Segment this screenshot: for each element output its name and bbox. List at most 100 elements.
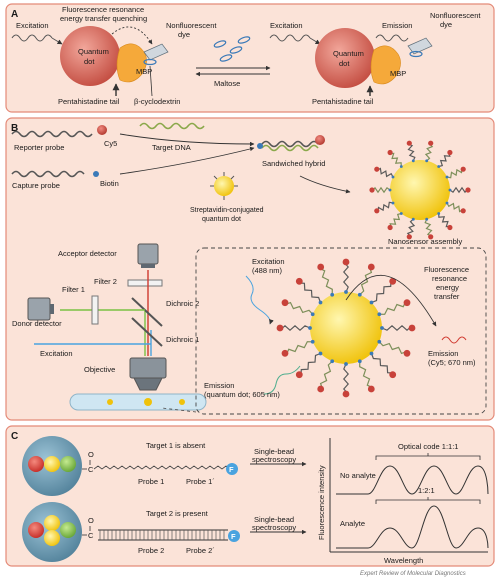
dichroic-2 (131, 297, 163, 327)
cy5-dye-bead (387, 149, 393, 156)
dna-arm (370, 353, 395, 374)
streptavidin-link (318, 351, 323, 356)
panel-a-letter: A (11, 9, 18, 20)
spectrum-no-analyte (336, 465, 489, 495)
mbp-left (116, 43, 147, 83)
fluor-glyph-row1: F (229, 465, 234, 474)
filter-1-label: Filter 1 (62, 285, 85, 294)
streptavidin-link (391, 201, 395, 205)
nanosensor-core-small (390, 160, 450, 220)
cy5-dye-bead (465, 187, 471, 193)
fret-label-3: energy (436, 283, 459, 292)
nonfluor-dye-label-1-right: Nonfluorescent (430, 11, 481, 20)
target-1-label: Target 1 is absent (146, 441, 206, 450)
streptavidin-link (344, 362, 348, 366)
tail-label-right: Pentahistadine tail (312, 97, 374, 106)
streptavidin-link (445, 201, 449, 205)
fret-label-2: resonance (432, 274, 467, 283)
emission-cy5-label-2: (Cy5; 670 nm) (428, 358, 476, 367)
streptavidin-link (388, 188, 392, 192)
cy5-dye-bead (276, 324, 284, 332)
dna-arm (446, 202, 465, 213)
carbonyl-c-row1: C (88, 465, 94, 474)
cy5-dye-bead (447, 149, 453, 156)
cyclodextrin-ring-left (143, 58, 157, 66)
streptavidin-quantum-dot (210, 172, 238, 200)
biotin-marker (93, 171, 99, 177)
analyte-label: Analyte (340, 519, 365, 528)
cy5-dye-bead (389, 277, 397, 285)
optical-code-1: Optical code 1:1:1 (398, 442, 458, 451)
single-bead-label-2-row1: spectroscopy (252, 455, 296, 464)
cy5-dye-bead (281, 349, 289, 357)
cy5-dye-bead (367, 263, 375, 271)
excitation-label-left: Excitation (16, 21, 49, 30)
streptavidin-link (369, 300, 374, 305)
strep-qd-label-1: Streptavidin-conjugated (190, 207, 264, 214)
dna-arm (389, 212, 402, 230)
cy5-dye-bead (367, 385, 375, 393)
filter-1 (91, 295, 99, 325)
carbonyl-c-row2: C (88, 531, 94, 540)
streptavidin-link (399, 212, 403, 215)
dna-arm (318, 267, 333, 295)
sandwiched-hybrid-strand (261, 144, 319, 152)
cy5-dye-bead (374, 208, 380, 214)
single-bead-label-1-row1: Single-bead (254, 447, 294, 456)
emission-cy5-wave (441, 336, 467, 344)
nonfluor-dye-label-2-right: dye (440, 20, 452, 29)
dna-arm (424, 218, 434, 237)
streptavidin-link (425, 217, 429, 221)
quantum-dot-label-1-left: Quantum (78, 47, 109, 56)
dna-arm (300, 352, 321, 377)
excitation-488-wave (245, 275, 274, 325)
probe-1-label: Probe 1 (138, 477, 164, 486)
cy5-label: Cy5 (104, 139, 117, 148)
streptavidin-link (377, 312, 382, 317)
dna-arm (284, 301, 314, 315)
nanosensor-assembly-small (369, 140, 471, 240)
quantum-dot-left (60, 26, 120, 86)
dichroic-2-label: Dichroic 2 (166, 299, 199, 308)
dna-arm (285, 341, 313, 356)
mbp-right (370, 45, 401, 85)
dna-arm (381, 325, 413, 331)
cyclodextrin-label: β-cyclodextrin (134, 97, 180, 106)
streptavidin-link (377, 339, 382, 344)
capture-probe-label: Capture probe (12, 181, 60, 190)
fret-quenching-label-2: energy transfer quenching (60, 14, 147, 23)
cy5-dye-bead (342, 258, 350, 266)
probe-chain-row1 (93, 465, 231, 470)
mbp-label-right: MBP (390, 69, 406, 78)
dna-arm (449, 186, 469, 194)
single-bead-label-1-row2: Single-bead (254, 515, 294, 524)
probe-2-prime-label: Probe 2´ (186, 546, 215, 555)
panel-b-letter: B (11, 123, 18, 134)
streptavidin-link (330, 359, 335, 364)
cy5-dye-bead (295, 277, 303, 285)
streptavidin-link (310, 339, 315, 344)
streptavidin-link (330, 292, 335, 297)
target-2-duplex (98, 529, 228, 541)
nonfluor-dye-label-1-left: Nonfluorescent (166, 21, 217, 30)
dna-arm (375, 167, 394, 178)
cy5-dye-bead (406, 140, 412, 146)
fret-quenching-label-1: Fluorescence resonance (62, 5, 144, 14)
nanosensor-arms-large (276, 258, 416, 398)
maltose-label: Maltose (214, 79, 240, 88)
objective-label: Objective (84, 365, 115, 374)
quantum-dot-label-2-left: dot (84, 57, 95, 66)
cy5-dye-bead (389, 371, 397, 379)
cy5-dye-bead (428, 140, 434, 146)
no-analyte-label: No analyte (340, 471, 376, 480)
nanosensor-core-large (310, 292, 382, 364)
emission-qd-wave (263, 365, 301, 395)
dna-arm (343, 261, 349, 293)
streptavidin-link (411, 217, 415, 221)
excitation-wave-right (269, 34, 311, 42)
streptavidin-link (437, 212, 441, 215)
dna-arm (406, 218, 416, 238)
streptavidin-link (399, 165, 403, 168)
carbonyl-o-row1: O (88, 450, 94, 459)
nonfluor-dye-label-2-left: dye (178, 30, 190, 39)
